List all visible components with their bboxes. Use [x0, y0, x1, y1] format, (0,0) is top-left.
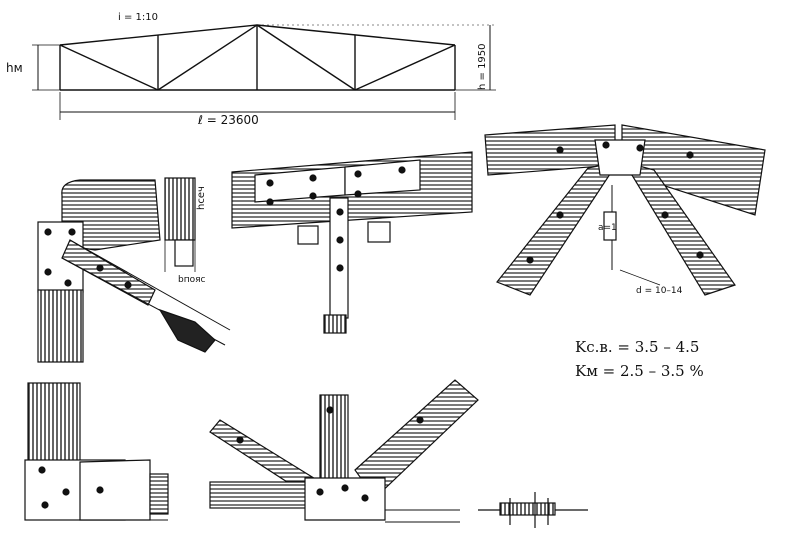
- height-left-label: hм: [6, 61, 23, 75]
- coefficient-2: Kм = 2.5 – 3.5 %: [575, 362, 704, 380]
- bottom-left-node: [24, 382, 169, 521]
- coefficient-1: Kс.в. = 3.5 – 4.5: [575, 338, 699, 356]
- height-right-label: h = 1950: [477, 43, 488, 90]
- bolt-label: d = 10–14: [636, 286, 683, 296]
- truss-schematic: [32, 24, 496, 120]
- bolt-detail: [478, 492, 588, 528]
- span-label: ℓ = 23600: [197, 113, 259, 127]
- section-piece: [164, 177, 196, 272]
- a-label: а=1: [598, 223, 617, 233]
- section-width-label: bпояс: [178, 275, 206, 285]
- bottom-center-node: [209, 379, 479, 523]
- section-height-label: hсеч: [196, 186, 207, 210]
- ridge-node: [484, 124, 766, 296]
- support-node-left: [37, 179, 231, 363]
- chord-splice: [231, 151, 473, 334]
- slope-label: i = 1:10: [118, 12, 158, 23]
